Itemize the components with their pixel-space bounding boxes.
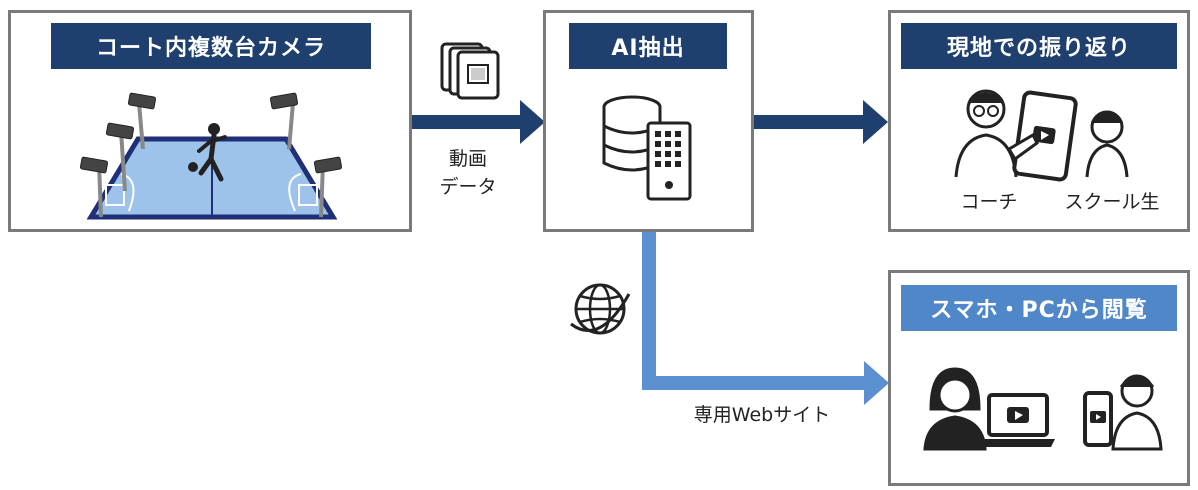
camera-box-title: コート内複数台カメラ bbox=[51, 23, 371, 69]
tablet-video-icon bbox=[1012, 90, 1078, 182]
video-data-label-1: 動画 bbox=[448, 148, 487, 170]
player-icon bbox=[188, 123, 227, 182]
video-data-label-2: データ bbox=[439, 176, 497, 198]
ai-box-title: AI抽出 bbox=[569, 23, 727, 69]
student-icon bbox=[1085, 110, 1129, 178]
coach-student-illustration bbox=[954, 89, 1129, 182]
review-box-title: 現地での振り返り bbox=[901, 23, 1177, 69]
arrow-ai-to-review bbox=[753, 100, 888, 144]
film-stack-icon bbox=[440, 42, 500, 100]
globe-icon bbox=[570, 283, 631, 335]
web-box-title: スマホ・PCから閲覧 bbox=[901, 285, 1177, 331]
laptop-video-icon bbox=[981, 393, 1055, 447]
arrow-ai-to-web bbox=[642, 230, 889, 405]
website-label: 専用Webサイト bbox=[693, 404, 831, 426]
web-box: スマホ・PCから閲覧 bbox=[888, 270, 1190, 486]
camera-icon bbox=[79, 92, 343, 174]
man-icon bbox=[1111, 374, 1163, 451]
coach-icon bbox=[954, 89, 1018, 178]
arrow-cameras-to-ai bbox=[410, 100, 545, 144]
student-label: スクール生 bbox=[1064, 191, 1160, 213]
camera-box: コート内複数台カメラ bbox=[8, 10, 412, 232]
coach-label: コーチ bbox=[960, 191, 1018, 213]
woman-icon bbox=[923, 367, 987, 451]
review-box: 現地での振り返り コーチ スクール生 bbox=[888, 10, 1190, 232]
phone-video-icon bbox=[1083, 391, 1113, 447]
ai-box: AI抽出 bbox=[543, 10, 754, 232]
devices-illustration bbox=[923, 367, 1163, 451]
court-illustration bbox=[79, 92, 343, 220]
database-server-icon bbox=[602, 95, 692, 201]
